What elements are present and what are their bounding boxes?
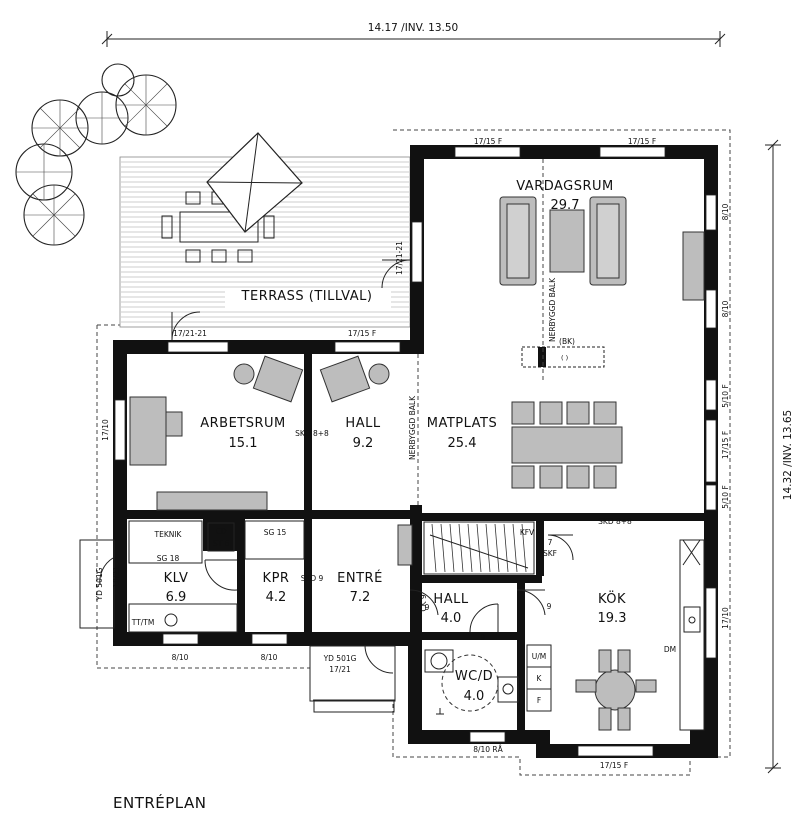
room-hall-lower-area: 4.0	[441, 611, 462, 626]
stairs-icon	[423, 521, 535, 575]
label-f: F	[537, 696, 541, 705]
room-kok-name: KÖK	[598, 590, 626, 607]
label-win-bottom-kitchen: 17/15 F	[600, 761, 628, 770]
terrace: TERRASS (TILLVAL)	[119, 132, 411, 328]
label-beam-vertical-1: NERBYGGD BALK	[548, 277, 557, 342]
room-arbetsrum-area: 15.1	[229, 436, 258, 451]
terrace-label: TERRASS (TILLVAL)	[241, 289, 373, 304]
entrance-steps	[79, 539, 396, 713]
label-door-entre: 17/21	[329, 665, 351, 674]
label-k: K	[537, 674, 543, 683]
room-entre-name: ENTRÉ	[337, 570, 383, 586]
label-sg18: SG 18	[157, 554, 180, 563]
label-door9-b: 9	[481, 633, 486, 642]
label-um: U/M	[532, 652, 547, 661]
right-dimension-label: 14.32 /INV. 13.65	[782, 410, 794, 500]
stair-tread	[458, 523, 464, 573]
stair-tread	[431, 523, 437, 573]
label-dm: DM	[664, 645, 676, 654]
room-entre-area: 7.2	[350, 590, 371, 605]
label-ck9: CK 9	[419, 594, 428, 612]
room-arbetsrum-name: ARBETSRUM	[200, 416, 286, 431]
label-cd: CD	[215, 527, 226, 536]
label-win-right-2: 8/10	[721, 300, 730, 317]
room-klv-name: KLV	[164, 571, 189, 586]
label-win-terrace: 17/15 F	[348, 329, 376, 338]
annotations: 17/15 F 17/15 F 17/15 F 17/21-21 17/21-2…	[95, 137, 730, 770]
label-st6: ST 6	[213, 539, 230, 548]
room-kok-area: 19.3	[598, 611, 627, 626]
label-win-right-1: 8/10	[721, 203, 730, 220]
label-door7: 7	[548, 538, 553, 547]
label-yd-left: YD 501G	[95, 567, 104, 601]
label-tt-tm: TT/TM	[131, 618, 155, 627]
furniture: ( )	[128, 196, 705, 731]
right-dimension: 14.32 /INV. 13.65	[765, 139, 794, 774]
room-kpr-name: KPR	[263, 571, 290, 586]
stair-tread	[512, 523, 518, 573]
label-beam-vertical-2: NERBYGGD BALK	[408, 395, 417, 460]
label-skd-kitchen: SKD 8+8	[598, 517, 632, 526]
label-door-terrace-vertical: 17/21-21	[395, 241, 404, 275]
room-matplats-area: 25.4	[448, 436, 477, 451]
label-win-wc: 8/10 RÅ	[473, 745, 503, 754]
label-beam-bk: (BK)	[559, 337, 575, 346]
trees-icon	[15, 63, 177, 246]
label-yd-entre: YD 501G	[323, 654, 357, 663]
top-dimension: 14.17 /INV. 13.50	[101, 22, 726, 47]
beam-lines	[417, 159, 544, 505]
stair-tread	[476, 523, 482, 573]
label-win-right-3: 5/10 F	[721, 384, 730, 408]
stair-tread	[440, 523, 446, 573]
label-teknik: TEKNIK	[154, 530, 183, 539]
svg-text:( ): ( )	[561, 354, 568, 362]
label-skd-entre: SKD 9	[301, 574, 324, 583]
label-win-left: 17/10	[101, 419, 110, 441]
doors	[99, 259, 574, 674]
label-door9-a: 9	[241, 574, 246, 583]
label-win-top-left: 17/15 F	[474, 137, 502, 146]
label-door-terrace: 17/21-21	[173, 329, 207, 338]
stair-tread	[521, 523, 527, 573]
label-skd-upper: SKD 8+8	[295, 429, 329, 438]
label-door-left: 10/21	[112, 566, 121, 588]
stair-tread	[503, 523, 509, 573]
label-win-bottom-2: 8/10	[261, 653, 278, 662]
label-win-kitchen-right: 17/10	[721, 607, 730, 629]
room-klv-area: 6.9	[166, 590, 187, 605]
room-vardagsrum-name: VARDAGSRUM	[516, 179, 614, 194]
label-door9-d: 9	[425, 603, 430, 612]
label-win-right-4: 17/15 F	[721, 431, 730, 459]
room-labels: VARDAGSRUM 29.7 ARBETSRUM 15.1 HALL 9.2 …	[164, 179, 627, 704]
label-win-top-right: 17/15 F	[628, 137, 656, 146]
stair-tread	[494, 523, 500, 573]
stair-tread	[485, 523, 491, 573]
label-kfv: KFV	[520, 528, 535, 537]
room-vardagsrum-area: 29.7	[551, 198, 580, 213]
stair-tread	[449, 523, 455, 573]
label-win-bottom-1: 8/10	[172, 653, 189, 662]
label-skf: SKF	[543, 549, 557, 558]
label-sg15: SG 15	[264, 528, 287, 537]
room-wcd-name: WC/D	[455, 669, 493, 684]
room-matplats-name: MATPLATS	[427, 416, 498, 431]
label-door9-c: 9	[547, 602, 552, 611]
room-hall-upper-area: 9.2	[353, 436, 374, 451]
room-kpr-area: 4.2	[266, 590, 287, 605]
room-hall-upper-name: HALL	[345, 416, 380, 431]
room-wcd-area: 4.0	[464, 689, 485, 704]
parasol-icon	[206, 132, 303, 233]
top-dimension-label: 14.17 /INV. 13.50	[368, 22, 458, 34]
windows	[114, 146, 717, 757]
label-win-right-5: 5/10 F	[721, 485, 730, 509]
room-hall-lower-name: HALL	[433, 592, 468, 607]
plan-title: ENTRÉPLAN	[113, 793, 207, 812]
